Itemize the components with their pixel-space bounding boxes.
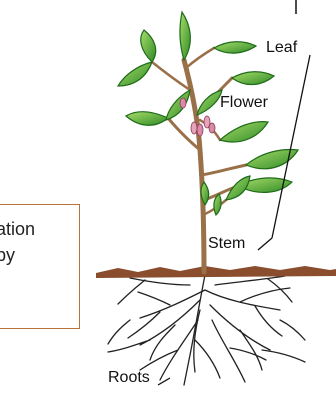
stem-pointer-line [258,238,272,250]
leaf-label: Leaf [266,40,297,56]
roots-label: Roots [108,370,150,386]
flower-label: Flower [220,95,268,111]
stem-label: Stem [208,236,245,252]
caption-line-1: ation [0,219,35,240]
caption-line-2: py [0,245,15,266]
soil-line [96,266,336,278]
leaf-pointer-line [272,55,310,238]
